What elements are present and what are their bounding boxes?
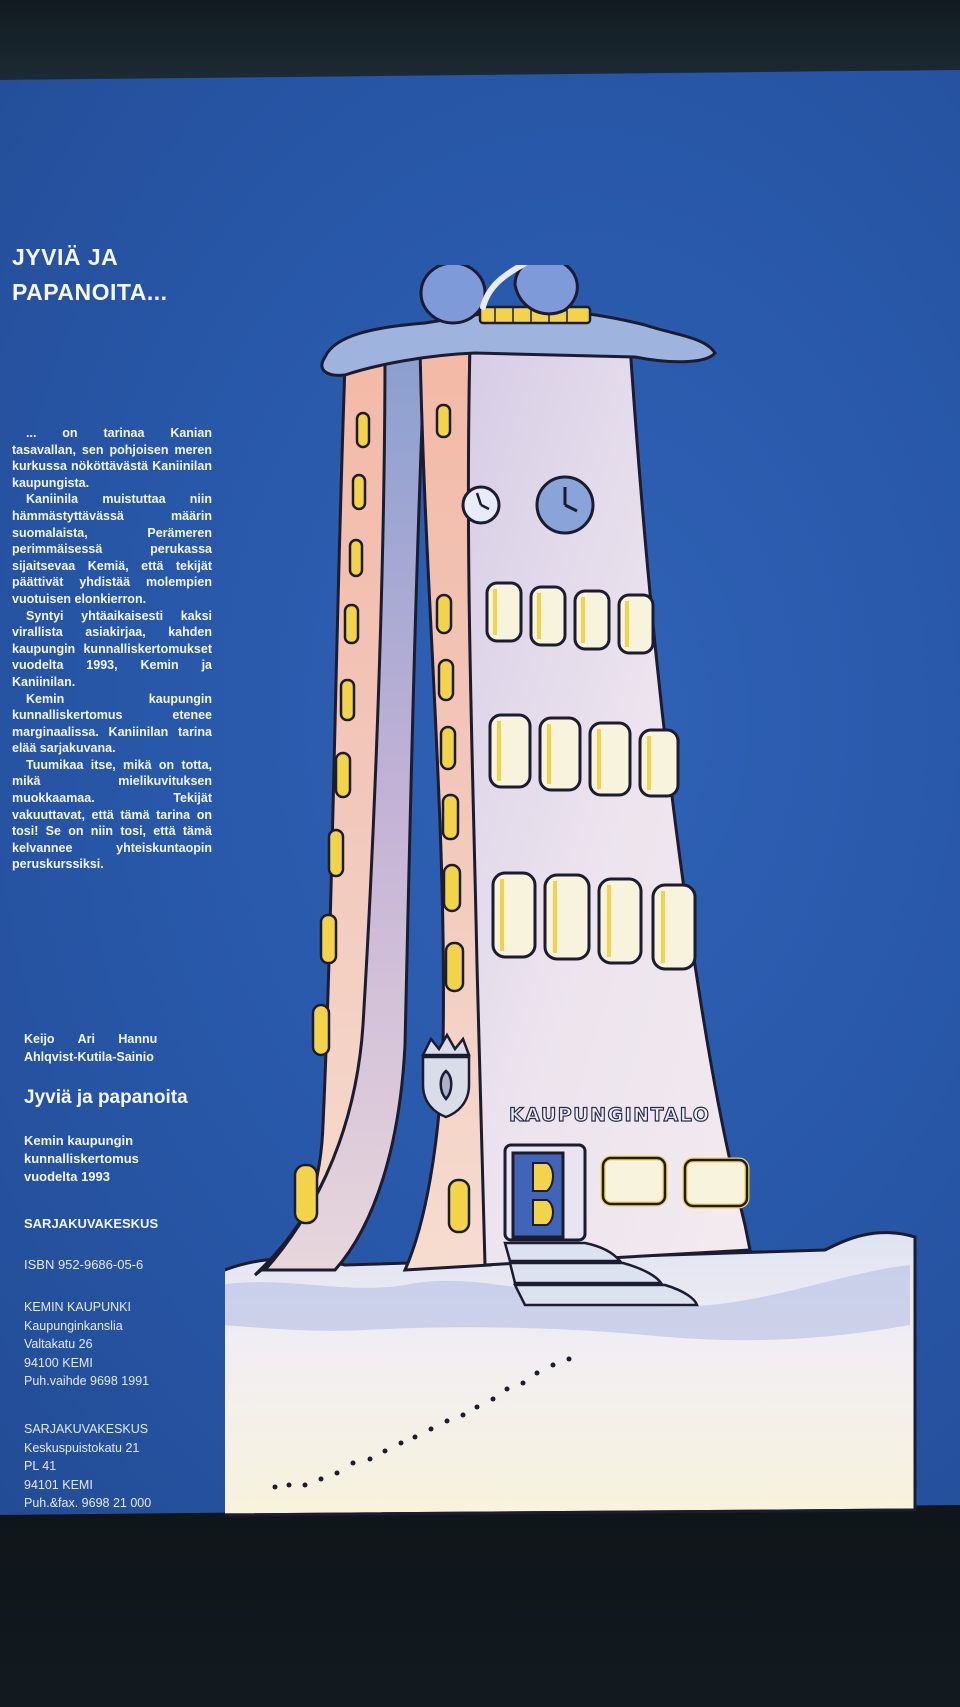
- title-block: JYVIÄ JA PAPANOITA...: [12, 240, 212, 310]
- address-line: SARJAKUVAKESKUS: [24, 1422, 149, 1436]
- blurb-paragraph: Kemin kaupungin kunnalliskertomus etenee…: [12, 691, 212, 756]
- clock-icon: [535, 475, 595, 535]
- narrow-windows-left: [293, 411, 371, 1225]
- roof-snow: [320, 308, 717, 377]
- coat-of-arms-icon: [420, 1032, 471, 1119]
- tower-main-facade: [466, 343, 752, 1267]
- roof-dome: [513, 265, 579, 316]
- address-line: Valtakatu 26: [24, 1337, 93, 1351]
- book-subtitle: Kemin kaupungin kunnalliskertomus vuodel…: [24, 1132, 224, 1186]
- blurb-paragraph: Tuumikaa itse, mikä on totta, mikä mieli…: [12, 757, 212, 872]
- book-title: Jyviä ja papanoita: [24, 1087, 188, 1108]
- address-line: 94101 KEMI: [24, 1477, 93, 1492]
- window-yellow-frames: [493, 589, 665, 963]
- subtitle-line: kunnalliskertomus: [24, 1151, 139, 1166]
- background-surface-bottom: [0, 1505, 960, 1707]
- address-line: Kaupunginkanslia: [24, 1318, 123, 1333]
- ground-window: [682, 1157, 750, 1209]
- footprints: [272, 1356, 572, 1490]
- blurb-paragraph: ... on tarinaa Kanian tasavallan, sen po…: [12, 426, 212, 490]
- cover-title: JYVIÄ JA PAPANOITA...: [12, 244, 168, 305]
- address-line: KEMIN KAUPUNKI: [24, 1300, 131, 1314]
- entrance-steps: [503, 1241, 699, 1307]
- blurb-paragraph: Syntyi yhtäaikaisesti kaksi virallista a…: [12, 608, 212, 689]
- subtitle-line: Kemin kaupungin: [24, 1133, 134, 1148]
- publisher-name: SARJAKUVAKESKUS: [24, 1216, 159, 1231]
- narrow-windows-middle: [435, 403, 471, 1234]
- address-line: Puh.vaihde 9698 1991: [24, 1374, 150, 1388]
- ground-window: [600, 1155, 668, 1207]
- blurb-paragraph: Kaniinila muistuttaa niin hämmästyttäväs…: [12, 492, 212, 606]
- tower-shadow-strip: [261, 348, 427, 1272]
- city-hall-illustration: KAUPUNGINTALO: [225, 265, 917, 1517]
- blurb: ... on tarinaa Kanian tasavallan, sen po…: [12, 425, 212, 873]
- authors: Keijo Ari Hannu Ahlqvist-Kutila-Sainio: [24, 1030, 224, 1066]
- city-hall-sign: KAUPUNGINTALO: [509, 1104, 710, 1126]
- roof-dome: [419, 265, 487, 325]
- address-sarjakuvakeskus: SARJAKUVAKESKUS Keskuspuistokatu 21 PL 4…: [24, 1420, 224, 1513]
- address-line: Keskuspuistokatu 21: [24, 1440, 140, 1455]
- address-line: Puh.&fax. 9698 21 000: [24, 1496, 152, 1510]
- isbn: ISBN 952-9686-05-6: [24, 1257, 144, 1272]
- clock-icon: [461, 485, 501, 525]
- authors-first-names: Keijo Ari Hannu: [24, 1032, 158, 1046]
- address-line: 94100 KEMI: [24, 1355, 93, 1370]
- address-kemi: KEMIN KAUPUNKI Kaupunginkanslia Valtakat…: [24, 1298, 224, 1391]
- subtitle-line: vuodelta 1993: [24, 1169, 110, 1184]
- authors-last-names: Ahlqvist-Kutila-Sainio: [24, 1050, 154, 1064]
- illustration-border: [225, 1237, 917, 1517]
- book-back-cover: JYVIÄ JA PAPANOITA... ... on tarinaa Kan…: [0, 69, 960, 1517]
- address-line: PL 41: [24, 1459, 57, 1473]
